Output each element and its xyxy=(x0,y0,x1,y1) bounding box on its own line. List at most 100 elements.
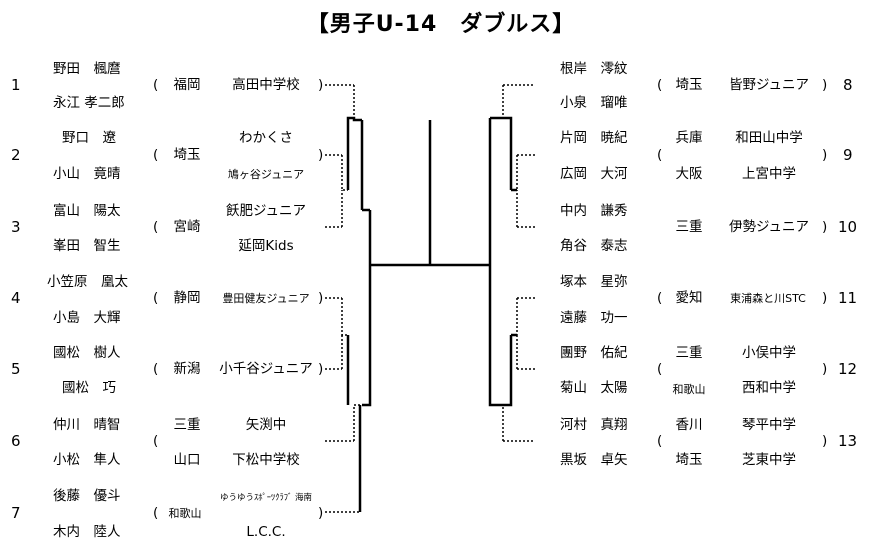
club-name: 西和中学 xyxy=(742,380,796,396)
player-name: 塚本 星弥 xyxy=(560,274,628,290)
club-name: 伊勢ジュニア xyxy=(728,219,810,235)
seed-number: 11 xyxy=(838,289,858,307)
paren-close: ) xyxy=(318,290,324,306)
paren-close: ) xyxy=(822,361,828,377)
club-name: 東浦森と川STC xyxy=(730,292,806,305)
paren-close: ) xyxy=(318,361,324,377)
prefecture: 新潟 xyxy=(173,361,201,377)
player-name: 広岡 大河 xyxy=(560,166,628,182)
club-name: 矢渕中 xyxy=(245,417,287,433)
paren-open: ( xyxy=(153,219,159,235)
prefecture: 静岡 xyxy=(173,290,201,306)
seed-number: 13 xyxy=(838,432,858,450)
player-name: 中内 謙秀 xyxy=(560,203,628,219)
prefecture: 和歌山 xyxy=(672,383,706,396)
player-name: 野口 遼 xyxy=(62,130,116,146)
club-name: 上宮中学 xyxy=(742,166,796,182)
paren-open: ( xyxy=(657,290,663,306)
paren-open: ( xyxy=(153,433,159,449)
prefecture: 埼玉 xyxy=(675,77,703,93)
player-name: 黒坂 卓矢 xyxy=(560,452,628,468)
player-name: 峯田 智生 xyxy=(53,238,121,254)
paren-close: ) xyxy=(318,77,324,93)
paren-close: ) xyxy=(318,147,324,163)
club-name: 高田中学校 xyxy=(232,77,300,93)
club-name: 下松中学校 xyxy=(232,452,300,468)
club-name: 皆野ジュニア xyxy=(728,77,810,93)
prefecture: 福岡 xyxy=(173,77,201,93)
seed-number: 3 xyxy=(11,218,21,236)
prefecture: 山口 xyxy=(173,452,201,468)
club-name: 琴平中学 xyxy=(742,417,796,433)
prefecture: 香川 xyxy=(675,417,703,433)
paren-open: ( xyxy=(153,147,159,163)
player-name: 小笠原 凰太 xyxy=(47,274,128,290)
club-name: ゆうゆうｽﾎﾟｰﾂｸﾗﾌﾞ 海南 xyxy=(220,493,312,503)
page-title: 【男子U-14 ダブルス】 xyxy=(306,12,576,37)
seed-number: 7 xyxy=(11,504,21,522)
player-name: 片岡 暁紀 xyxy=(560,130,628,146)
prefecture: 三重 xyxy=(675,345,703,361)
player-name: 角谷 泰志 xyxy=(560,238,628,254)
prefecture: 三重 xyxy=(675,219,703,235)
paren-open: ( xyxy=(153,290,159,306)
seed-number: 4 xyxy=(11,289,21,307)
player-name: 小松 隼人 xyxy=(53,452,121,468)
seed-number: 5 xyxy=(11,360,21,378)
player-name: 小山 竟晴 xyxy=(53,166,121,182)
club-name: 和田山中学 xyxy=(735,130,803,146)
paren-close: ) xyxy=(822,147,828,163)
player-name: 根岸 澪紋 xyxy=(560,61,628,77)
club-name: 飫肥ジュニア xyxy=(225,203,307,219)
club-name: 鳩ヶ谷ジュニア xyxy=(227,168,305,181)
seed-number: 1 xyxy=(11,76,21,94)
player-name: 遠藤 功一 xyxy=(560,310,628,326)
club-name: L.C.C. xyxy=(246,524,286,540)
player-name: 永江 孝二郎 xyxy=(53,95,125,111)
player-name: 野田 楓麿 xyxy=(53,61,121,77)
prefecture: 大阪 xyxy=(675,166,703,182)
seed-number: 9 xyxy=(843,146,853,164)
paren-open: ( xyxy=(657,433,663,449)
player-name: 小泉 瑠唯 xyxy=(560,95,628,111)
club-name: 小俣中学 xyxy=(742,345,796,361)
paren-close: ) xyxy=(822,219,828,235)
paren-open: ( xyxy=(657,147,663,163)
prefecture: 宮崎 xyxy=(173,219,201,235)
paren-open: ( xyxy=(153,505,159,521)
paren-open: ( xyxy=(657,361,663,377)
player-name: 後藤 優斗 xyxy=(53,488,121,504)
player-name: 國松 巧 xyxy=(62,380,116,396)
player-name: 小島 大輝 xyxy=(53,310,121,326)
seed-number: 8 xyxy=(843,76,853,94)
paren-open: ( xyxy=(153,77,159,93)
player-name: 菊山 太陽 xyxy=(560,380,628,396)
player-name: 木内 陸人 xyxy=(53,524,121,540)
club-name: 豊田健友ジュニア xyxy=(222,292,310,305)
player-name: 國松 樹人 xyxy=(53,345,121,361)
club-name: 延岡Kids xyxy=(238,238,294,254)
paren-close: ) xyxy=(318,505,324,521)
prefecture: 埼玉 xyxy=(173,147,201,163)
seed-number: 6 xyxy=(11,432,21,450)
prefecture: 三重 xyxy=(173,417,201,433)
prefecture: 埼玉 xyxy=(675,452,703,468)
club-name: 小千谷ジュニア xyxy=(219,361,313,377)
player-name: 團野 佑紀 xyxy=(560,345,628,361)
paren-close: ) xyxy=(822,290,828,306)
seed-number: 2 xyxy=(11,146,21,164)
paren-open: ( xyxy=(657,77,663,93)
club-name: わかくさ xyxy=(239,130,293,146)
club-name: 芝東中学 xyxy=(742,452,796,468)
paren-close: ) xyxy=(822,433,828,449)
prefecture: 愛知 xyxy=(675,290,703,306)
player-name: 仲川 晴智 xyxy=(53,417,121,433)
prefecture: 和歌山 xyxy=(168,507,202,520)
player-name: 河村 真翔 xyxy=(560,417,628,433)
seed-number: 12 xyxy=(838,360,858,378)
paren-close: ) xyxy=(822,77,828,93)
player-name: 富山 陽太 xyxy=(53,203,121,219)
paren-open: ( xyxy=(153,361,159,377)
seed-number: 10 xyxy=(838,218,858,236)
